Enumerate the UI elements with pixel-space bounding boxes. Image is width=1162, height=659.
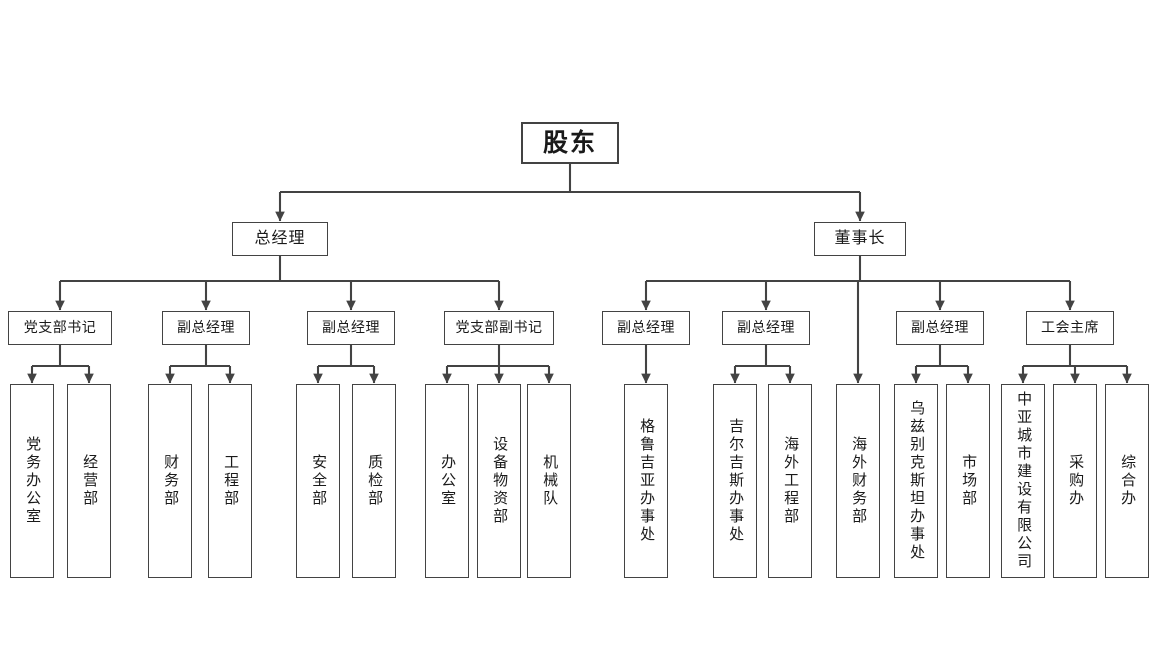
node-level3-3[interactable]: 党支部副书记 [444, 311, 554, 345]
node-leaf-8[interactable]: 机械队 [527, 384, 571, 578]
node-label: 经营部 [81, 454, 99, 508]
node-leaf-13[interactable]: 乌兹别克斯坦办事处 [894, 384, 938, 578]
node-leaf-2[interactable]: 财务部 [148, 384, 192, 578]
node-leaf-5[interactable]: 质检部 [352, 384, 396, 578]
node-label: 党务办公室 [24, 436, 42, 526]
node-label: 质检部 [366, 454, 384, 508]
node-label: 乌兹别克斯坦办事处 [908, 400, 926, 562]
node-label: 海外工程部 [782, 436, 800, 526]
node-leaf-12[interactable]: 海外财务部 [836, 384, 880, 578]
node-label: 格鲁吉亚办事处 [638, 418, 656, 544]
node-label: 党支部书记 [23, 319, 97, 336]
node-label: 市场部 [960, 454, 978, 508]
node-label: 股东 [542, 128, 597, 157]
node-label: 工程部 [222, 454, 240, 508]
node-leaf-15[interactable]: 中亚城市建设有限公司 [1001, 384, 1045, 578]
node-label: 副总经理 [911, 319, 969, 336]
node-root-shareholders[interactable]: 股东 [521, 122, 619, 164]
node-leaf-17[interactable]: 综合办 [1105, 384, 1149, 578]
node-level3-4[interactable]: 副总经理 [602, 311, 690, 345]
node-leaf-7[interactable]: 设备物资部 [477, 384, 521, 578]
node-label: 副总经理 [737, 319, 795, 336]
node-label: 副总经理 [617, 319, 675, 336]
node-leaf-10[interactable]: 吉尔吉斯办事处 [713, 384, 757, 578]
node-label: 总经理 [254, 230, 306, 248]
node-label: 设备物资部 [491, 436, 509, 526]
node-leaf-3[interactable]: 工程部 [208, 384, 252, 578]
node-leaf-4[interactable]: 安全部 [296, 384, 340, 578]
node-level3-2[interactable]: 副总经理 [307, 311, 395, 345]
node-level3-0[interactable]: 党支部书记 [8, 311, 112, 345]
node-level3-1[interactable]: 副总经理 [162, 311, 250, 345]
node-leaf-0[interactable]: 党务办公室 [10, 384, 54, 578]
node-label: 综合办 [1119, 454, 1137, 508]
node-label: 海外财务部 [850, 436, 868, 526]
node-label: 机械队 [541, 454, 559, 508]
node-leaf-14[interactable]: 市场部 [946, 384, 990, 578]
node-level2-0[interactable]: 总经理 [232, 222, 328, 256]
node-level2-1[interactable]: 董事长 [814, 222, 906, 256]
node-label: 采购办 [1067, 454, 1085, 508]
node-label: 副总经理 [177, 319, 235, 336]
node-level3-7[interactable]: 工会主席 [1026, 311, 1114, 345]
node-leaf-9[interactable]: 格鲁吉亚办事处 [624, 384, 668, 578]
node-label: 工会主席 [1041, 319, 1099, 336]
node-label: 吉尔吉斯办事处 [727, 418, 745, 544]
node-label: 董事长 [834, 230, 886, 248]
node-label: 党支部副书记 [455, 319, 543, 336]
node-label: 办公室 [439, 454, 457, 508]
node-leaf-16[interactable]: 采购办 [1053, 384, 1097, 578]
node-label: 财务部 [162, 454, 180, 508]
node-label: 副总经理 [322, 319, 380, 336]
node-level3-6[interactable]: 副总经理 [896, 311, 984, 345]
node-leaf-11[interactable]: 海外工程部 [768, 384, 812, 578]
node-leaf-6[interactable]: 办公室 [425, 384, 469, 578]
node-leaf-1[interactable]: 经营部 [67, 384, 111, 578]
node-label: 安全部 [310, 454, 328, 508]
node-level3-5[interactable]: 副总经理 [722, 311, 810, 345]
node-label: 中亚城市建设有限公司 [1015, 391, 1033, 571]
